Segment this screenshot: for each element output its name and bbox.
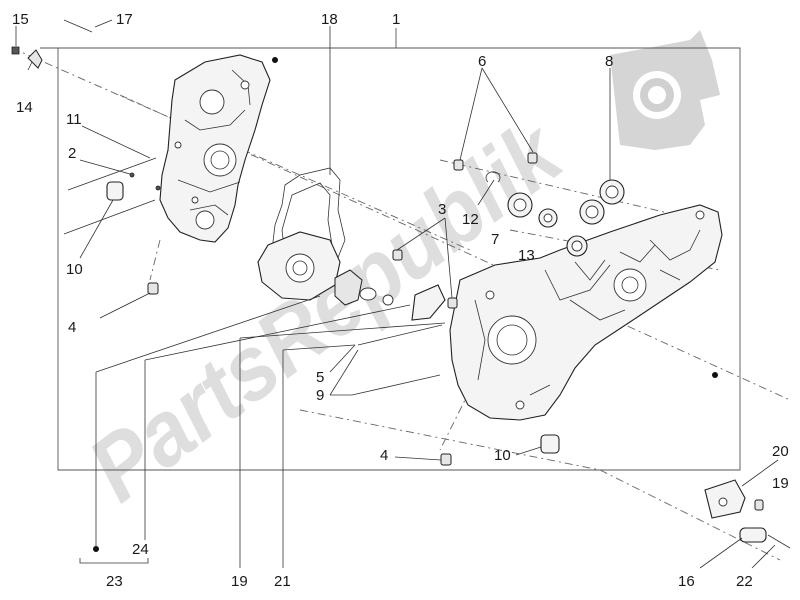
callout-13: 13 [518, 247, 535, 264]
callout-23: 23 [106, 573, 123, 590]
callout-15: 15 [12, 11, 29, 28]
callout-20: 20 [772, 443, 789, 460]
callout-19-right: 19 [772, 475, 789, 492]
callout-11: 11 [66, 111, 82, 128]
right-crankcase [449, 204, 723, 421]
callout-7: 7 [491, 231, 499, 248]
callout-1: 1 [392, 11, 400, 28]
dowel-pins [147, 152, 538, 466]
callout-10-left: 10 [66, 261, 83, 278]
callout-8: 8 [605, 53, 613, 70]
lower-right-parts [704, 479, 791, 549]
callout-2: 2 [68, 145, 76, 162]
callout-24: 24 [132, 541, 149, 558]
callout-16: 16 [678, 573, 695, 590]
leader-lines [15, 19, 779, 569]
assembly-frame [40, 28, 741, 471]
callout-4-left: 4 [68, 319, 76, 336]
studs-and-bolts [11, 19, 443, 396]
callout-labels: 15 17 18 1 14 6 8 11 2 3 12 7 13 10 4 5 … [12, 11, 789, 590]
callout-19-bottom: 19 [231, 573, 248, 590]
reference-dots [93, 57, 718, 552]
callout-18: 18 [321, 11, 338, 28]
callout-17: 17 [116, 11, 133, 28]
callout-12: 12 [462, 211, 479, 228]
left-crankcase [159, 54, 271, 243]
callout-9: 9 [316, 387, 324, 404]
callout-21: 21 [274, 573, 291, 590]
bearings [485, 171, 625, 257]
gear-logo-icon [610, 30, 720, 150]
callout-22: 22 [736, 573, 753, 590]
callout-14: 14 [16, 99, 33, 116]
callout-3: 3 [438, 201, 446, 218]
small-cover [411, 284, 446, 321]
callout-6: 6 [478, 53, 486, 70]
pump-housing [257, 231, 394, 306]
callout-5: 5 [316, 369, 324, 386]
callout-4-right: 4 [380, 447, 388, 464]
silent-blocks [106, 181, 560, 454]
callout-10-right: 10 [494, 447, 511, 464]
